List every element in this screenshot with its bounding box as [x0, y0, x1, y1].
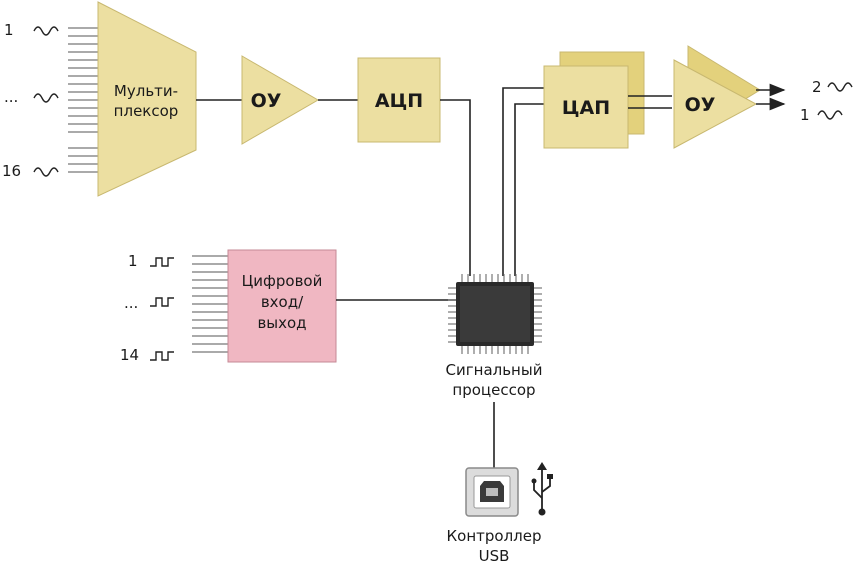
analog-output-label-1: 1 — [800, 106, 810, 124]
analog-input-pins — [68, 27, 98, 173]
dac-block — [543, 65, 629, 149]
digital-input-label-1: 1 — [128, 252, 138, 270]
analog-input-label-ellipsis: ... — [4, 88, 18, 106]
usb-label-line2: USB — [479, 547, 510, 565]
digital-io-label-line3: выход — [257, 314, 306, 332]
dsp-label-line2: процессор — [452, 381, 535, 399]
analog-input-label-1: 1 — [4, 21, 14, 39]
digital-input-pins — [192, 255, 228, 353]
square-wave-icon — [150, 351, 174, 361]
dac-label: ЦАП — [562, 97, 610, 119]
dsp-label-line1: Сигнальный — [446, 361, 543, 379]
multiplexer-block — [97, 1, 197, 197]
chip-icon — [448, 274, 542, 354]
square-wave-icon — [150, 297, 174, 307]
square-wave-icon — [150, 257, 174, 267]
opamp-out-label: ОУ — [685, 94, 716, 116]
opamp-in-block — [241, 55, 319, 145]
digital-input-label-14: 14 — [120, 346, 139, 364]
sine-wave-icon — [33, 26, 59, 36]
adc-label: АЦП — [375, 90, 423, 112]
wire-adc-to-dsp — [440, 99, 471, 276]
usb-b-port-icon — [465, 467, 519, 517]
analog-output-label-2: 2 — [812, 78, 822, 96]
opamp-in-label: ОУ — [251, 90, 282, 112]
sine-wave-icon — [33, 93, 59, 103]
digital-io-label-line1: Цифровой — [242, 272, 323, 290]
sine-wave-icon — [33, 167, 59, 177]
sine-wave-icon — [817, 110, 843, 120]
usb-label-line1: Контроллер — [447, 527, 542, 545]
adc-block — [357, 57, 441, 143]
multiplexer-label-line1: Мульти- — [114, 82, 178, 100]
wire-dsp-to-dac-1 — [502, 87, 544, 276]
multiplexer-label-line2: плексор — [114, 102, 179, 120]
usb-symbol-icon — [531, 462, 553, 516]
digital-input-label-ellipsis: ... — [124, 294, 138, 312]
sine-wave-icon — [827, 82, 853, 92]
digital-io-block — [227, 249, 337, 363]
analog-input-label-16: 16 — [2, 162, 21, 180]
opamp-out-block — [673, 59, 758, 149]
wire-dsp-to-dac-2 — [514, 103, 544, 276]
digital-io-label-line2: вход/ — [261, 293, 304, 311]
